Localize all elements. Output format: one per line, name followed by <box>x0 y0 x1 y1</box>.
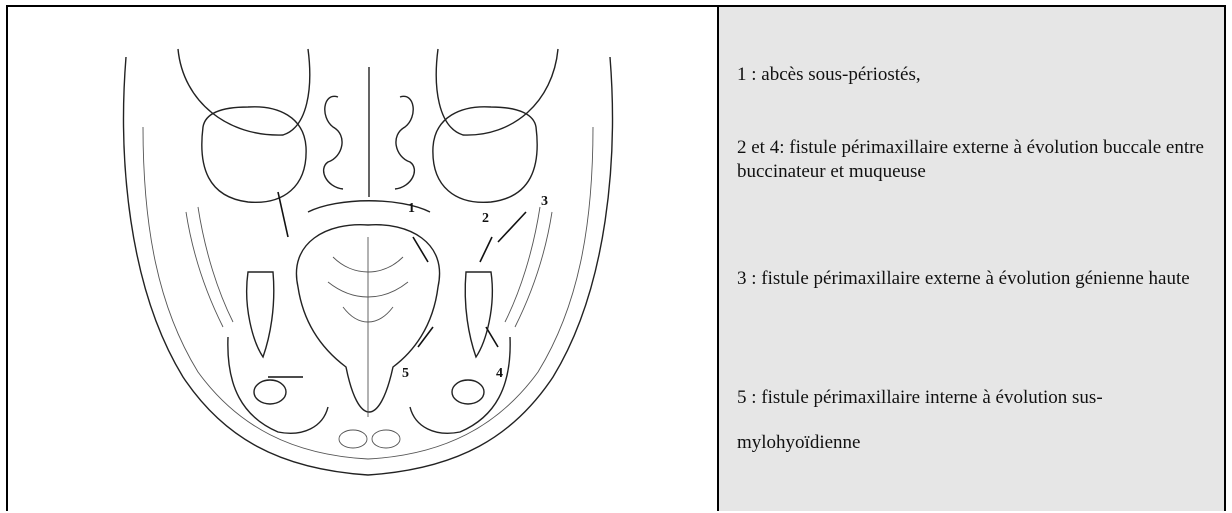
figure-label-2: 2 <box>482 211 489 226</box>
legend-item-2-4: 2 et 4: fistule périmaxillaire externe à… <box>737 136 1217 184</box>
legend-item-3: 3 : fistule périmaxillaire externe à évo… <box>737 267 1217 291</box>
mandible-right <box>410 337 510 433</box>
figure-label-3: 3 <box>541 194 548 209</box>
skull-arch-right <box>436 49 558 135</box>
arrow-3 <box>498 212 526 242</box>
gland-right <box>372 430 400 448</box>
figure-label-5: 5 <box>402 366 409 381</box>
nasal-concha-right <box>395 96 414 189</box>
buccinator-left <box>186 207 233 327</box>
legend-item-1: 1 : abcès sous-périostés, <box>737 63 1217 87</box>
left-molar <box>247 272 274 357</box>
legend-item-5: 5 : fistule périmaxillaire interne à évo… <box>737 375 1217 465</box>
mandibular-canal-right <box>452 380 484 404</box>
arrow-4 <box>486 327 498 347</box>
right-sinus <box>433 107 537 203</box>
gland-left <box>339 430 367 448</box>
left-sinus <box>202 107 306 203</box>
mandible-left <box>228 337 328 433</box>
figure-label-4: 4 <box>496 366 503 381</box>
content-table: 1 2 3 4 5 1 : abcès sous-périostés, 2 et… <box>6 5 1226 511</box>
arrow-2 <box>480 237 492 262</box>
buccinator-right <box>505 207 552 327</box>
figure-cell: 1 2 3 4 5 <box>8 7 719 511</box>
jaw-cross-section-illustration: 1 2 3 4 5 <box>8 7 719 513</box>
right-molar <box>465 272 492 357</box>
mandibular-canal-left <box>254 380 286 404</box>
skull-arch-left <box>178 49 310 135</box>
legend-cell: 1 : abcès sous-périostés, 2 et 4: fistul… <box>719 7 1224 511</box>
figure-label-1: 1 <box>408 201 415 216</box>
nasal-concha-left <box>324 96 343 189</box>
arrow-sinus <box>278 192 288 237</box>
